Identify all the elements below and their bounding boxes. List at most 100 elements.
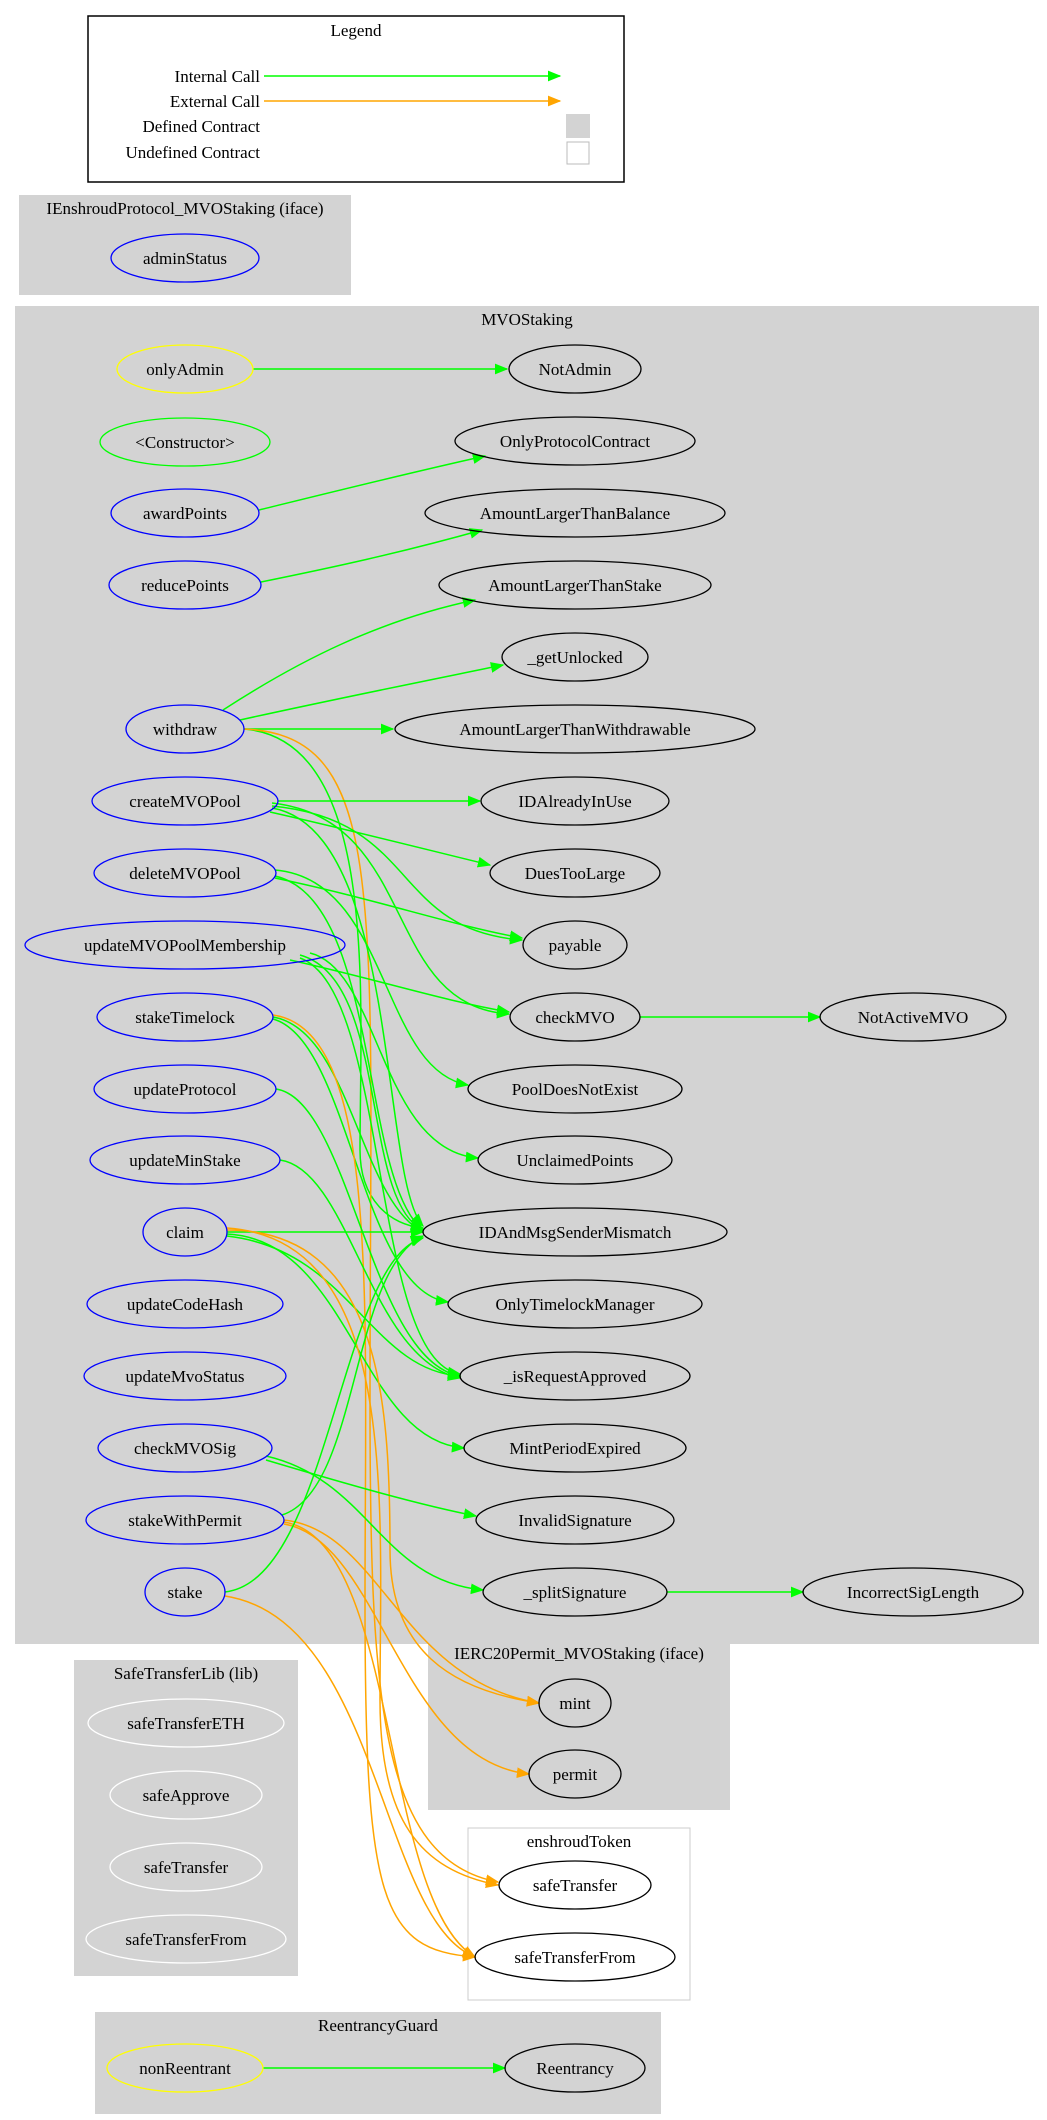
- node-updateMinStake[interactable]: updateMinStake: [89, 1135, 281, 1185]
- svg-text:NotAdmin: NotAdmin: [539, 360, 612, 379]
- node-updateMVOPoolMembership[interactable]: updateMVOPoolMembership: [24, 920, 346, 970]
- svg-text:MintPeriodExpired: MintPeriodExpired: [509, 1439, 641, 1458]
- svg-text:PoolDoesNotExist: PoolDoesNotExist: [512, 1080, 639, 1099]
- node-MintPeriodExpired: MintPeriodExpired: [463, 1423, 687, 1473]
- node-NotActiveMVO: NotActiveMVO: [819, 992, 1007, 1042]
- svg-text:OnlyTimelockManager: OnlyTimelockManager: [496, 1295, 655, 1314]
- cluster-ierc20permit: [428, 1640, 730, 1810]
- node-splitSignature: _splitSignature: [482, 1567, 668, 1617]
- svg-text:nonReentrant: nonReentrant: [139, 2059, 231, 2078]
- cluster-ierc20permit-title: IERC20Permit_MVOStaking (iface): [454, 1644, 704, 1663]
- svg-text:stakeTimelock: stakeTimelock: [135, 1008, 235, 1027]
- node-updateMvoStatus[interactable]: updateMvoStatus: [83, 1351, 287, 1401]
- node-IncorrectSigLength: IncorrectSigLength: [802, 1567, 1024, 1617]
- node-safeTransferETH: safeTransferETH: [87, 1698, 285, 1748]
- node-stake[interactable]: stake: [144, 1567, 226, 1617]
- node-claim[interactable]: claim: [142, 1207, 228, 1257]
- edge-updateProtocol-isRequestApproved: [275, 1088, 462, 1380]
- edge-updateMVOPoolMembership-IDAndMsgSenderMismatch: [299, 954, 425, 1231]
- node-updateCodeHash[interactable]: updateCodeHash: [86, 1279, 284, 1329]
- svg-text:checkMVOSig: checkMVOSig: [134, 1439, 236, 1458]
- svg-text:deleteMVOPool: deleteMVOPool: [129, 864, 241, 883]
- node-deleteMVOPool[interactable]: deleteMVOPool: [93, 848, 277, 898]
- svg-text:awardPoints: awardPoints: [143, 504, 227, 523]
- edge-deleteMVOPool-PoolDoesNotExist: [274, 869, 470, 1089]
- svg-text:safeTransfer: safeTransfer: [144, 1858, 229, 1877]
- node-PoolDoesNotExist: PoolDoesNotExist: [467, 1064, 683, 1114]
- edge-withdraw-tok-safeTransfer: [243, 728, 500, 1886]
- node-createMVOPool[interactable]: createMVOPool: [91, 776, 279, 826]
- cluster-mvostaking: [15, 306, 1039, 1644]
- svg-text:updateCodeHash: updateCodeHash: [127, 1295, 244, 1314]
- svg-text:reducePoints: reducePoints: [141, 576, 229, 595]
- svg-text:AmountLargerThanWithdrawable: AmountLargerThanWithdrawable: [459, 720, 690, 739]
- svg-text:updateMinStake: updateMinStake: [129, 1151, 240, 1170]
- svg-text:_splitSignature: _splitSignature: [523, 1583, 627, 1602]
- node-InvalidSignature: InvalidSignature: [475, 1495, 675, 1545]
- svg-text:createMVOPool: createMVOPool: [129, 792, 241, 811]
- svg-text:_getUnlocked: _getUnlocked: [526, 648, 623, 667]
- cluster-reentrancyguard-title: ReentrancyGuard: [318, 2016, 438, 2035]
- cluster-enshroudtoken-title: enshroudToken: [527, 1832, 632, 1851]
- edge-stakeWithPermit-mint: [283, 1519, 541, 1707]
- edge-stakeWithPermit-tok-safeTransferFrom: [283, 1521, 477, 1958]
- node-UnclaimedPoints: UnclaimedPoints: [477, 1135, 673, 1185]
- legend-external-call-label: External Call: [170, 92, 260, 111]
- edges: [222, 363, 822, 2074]
- svg-text:updateMVOPoolMembership: updateMVOPoolMembership: [84, 936, 286, 955]
- edge-claim-mint: [226, 1229, 541, 1707]
- svg-text:safeApprove: safeApprove: [143, 1786, 230, 1805]
- cluster-safetransferlib-title: SafeTransferLib (lib): [114, 1664, 258, 1683]
- edge-createMVOPool-payable: [271, 805, 524, 945]
- node-adminStatus[interactable]: adminStatus: [110, 233, 260, 283]
- svg-text:onlyAdmin: onlyAdmin: [146, 360, 224, 379]
- svg-text:withdraw: withdraw: [153, 720, 218, 739]
- node-isRequestApproved: _isRequestApproved: [459, 1351, 691, 1401]
- svg-text:AmountLargerThanStake: AmountLargerThanStake: [488, 576, 661, 595]
- node-NotAdmin: NotAdmin: [508, 344, 642, 394]
- node-constructor[interactable]: <Constructor>: [99, 417, 271, 467]
- cluster-enshroudtoken: [467, 1827, 691, 2001]
- edge-updateMVOPoolMembership-isRequestApproved: [299, 957, 462, 1378]
- node-checkMVOSig[interactable]: checkMVOSig: [97, 1423, 273, 1473]
- node-AmountLargerThanWithdrawable: AmountLargerThanWithdrawable: [394, 704, 756, 754]
- nodes: adminStatus onlyAdmin <Constructor> awar…: [24, 233, 1024, 2093]
- node-stakeWithPermit[interactable]: stakeWithPermit: [85, 1495, 285, 1545]
- edge-withdraw-getUnlocked: [239, 662, 505, 721]
- node-stakeTimelock[interactable]: stakeTimelock: [96, 992, 274, 1042]
- node-onlyAdmin[interactable]: onlyAdmin: [116, 344, 254, 394]
- node-permit: permit: [528, 1749, 622, 1799]
- svg-text:safeTransferETH: safeTransferETH: [127, 1714, 244, 1733]
- svg-text:updateProtocol: updateProtocol: [134, 1080, 237, 1099]
- node-awardPoints[interactable]: awardPoints: [110, 488, 260, 538]
- node-Reentrancy: Reentrancy: [504, 2043, 646, 2093]
- edge-awardPoints-OnlyProtocolContract: [258, 453, 487, 511]
- svg-text:claim: claim: [166, 1223, 204, 1242]
- node-AmountLargerThanBalance: AmountLargerThanBalance: [424, 488, 726, 538]
- node-reducePoints[interactable]: reducePoints: [108, 560, 262, 610]
- legend-undefined-contract-label: Undefined Contract: [125, 143, 260, 162]
- svg-text:safeTransferFrom: safeTransferFrom: [125, 1930, 246, 1949]
- legend-box: [87, 15, 625, 183]
- node-updateProtocol[interactable]: updateProtocol: [93, 1064, 277, 1114]
- clusters: IEnshroudProtocol_MVOStaking (iface) MVO…: [15, 195, 1039, 2114]
- svg-text:stakeWithPermit: stakeWithPermit: [128, 1511, 242, 1530]
- svg-text:InvalidSignature: InvalidSignature: [518, 1511, 631, 1530]
- cluster-safetransferlib: [74, 1660, 298, 1976]
- edge-stakeWithPermit-IDAndMsgSenderMismatch: [281, 1235, 425, 1516]
- legend-undefined-swatch: [566, 141, 590, 165]
- svg-text:DuesTooLarge: DuesTooLarge: [525, 864, 625, 883]
- node-tok-safeTransferFrom: safeTransferFrom: [474, 1932, 676, 1982]
- node-lib-safeTransfer: safeTransfer: [109, 1842, 263, 1892]
- legend-defined-swatch: [566, 114, 590, 138]
- node-DuesTooLarge: DuesTooLarge: [489, 848, 661, 898]
- node-tok-safeTransfer: safeTransfer: [498, 1860, 652, 1910]
- svg-text:IDAndMsgSenderMismatch: IDAndMsgSenderMismatch: [479, 1223, 672, 1242]
- node-lib-safeTransferFrom: safeTransferFrom: [85, 1914, 287, 1964]
- node-withdraw[interactable]: withdraw: [125, 704, 245, 754]
- node-IDAndMsgSenderMismatch: IDAndMsgSenderMismatch: [422, 1207, 728, 1257]
- svg-text:safeTransfer: safeTransfer: [533, 1876, 618, 1895]
- legend-defined-contract-label: Defined Contract: [142, 117, 260, 136]
- node-AmountLargerThanStake: AmountLargerThanStake: [438, 560, 712, 610]
